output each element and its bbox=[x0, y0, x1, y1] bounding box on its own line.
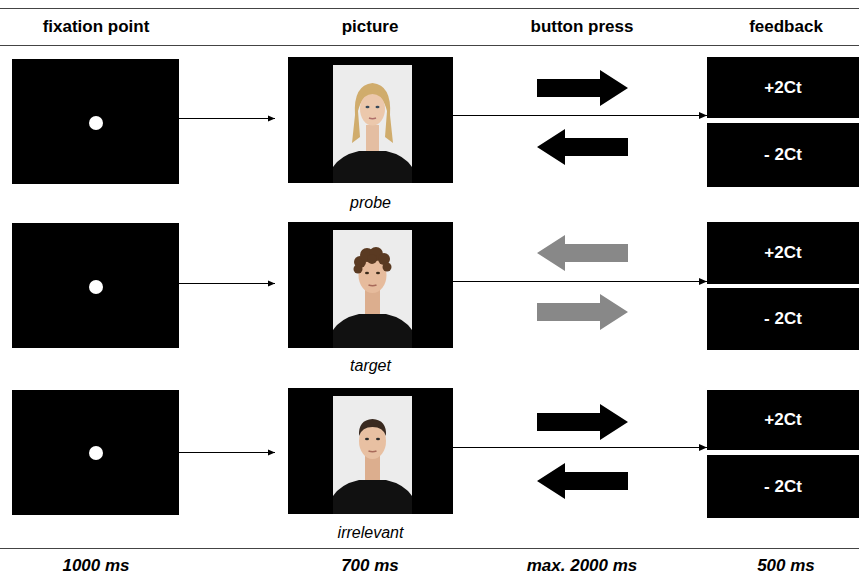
face-photo-part bbox=[359, 89, 386, 105]
fixation-screen-part bbox=[89, 446, 103, 460]
face-photo-part bbox=[333, 314, 412, 348]
response-arrow-grey-part bbox=[537, 294, 628, 330]
feedback-text: +2Ct bbox=[764, 410, 801, 430]
stimulus-picture: target bbox=[288, 222, 453, 376]
fixation-screen-part bbox=[89, 116, 103, 130]
rule-line-part bbox=[0, 8, 859, 9]
face-photo bbox=[333, 65, 412, 183]
response-arrow-grey bbox=[537, 235, 628, 330]
face-photo-part-part bbox=[354, 265, 363, 274]
feedback-box: +2Ct bbox=[707, 390, 859, 450]
response-arrow bbox=[537, 70, 628, 499]
fixation-screen-part bbox=[12, 59, 179, 184]
picture-screen bbox=[288, 57, 453, 514]
feedback-text: - 2Ct bbox=[764, 145, 802, 165]
response-arrow-part bbox=[537, 404, 628, 440]
feedback-text: - 2Ct bbox=[764, 309, 802, 329]
fixation-screen-part bbox=[89, 280, 103, 294]
sequence-arrow-part bbox=[179, 283, 275, 284]
feedback-text: - 2Ct bbox=[764, 477, 802, 497]
face-photo bbox=[333, 230, 412, 348]
face-photo-part bbox=[366, 106, 370, 109]
trial-arrow bbox=[453, 447, 707, 448]
feedback-text: +2Ct bbox=[764, 78, 801, 98]
face-photo-part bbox=[369, 450, 377, 452]
face-photo-part bbox=[333, 480, 412, 514]
face-photo-part bbox=[365, 456, 380, 482]
face-photo-part bbox=[376, 438, 380, 441]
face-photo-part bbox=[376, 106, 380, 109]
trial-arrow bbox=[453, 115, 707, 116]
duration-label: 1000 ms bbox=[62, 556, 129, 576]
duration-label: max. 2000 ms bbox=[527, 556, 638, 576]
rule-line bbox=[0, 9, 859, 549]
face-photo-part bbox=[333, 230, 412, 348]
face-photo-part bbox=[333, 396, 412, 514]
face-photo-part bbox=[366, 125, 379, 151]
rule-line-part bbox=[0, 548, 859, 549]
fixation-screen bbox=[12, 59, 179, 515]
face-photo-part bbox=[365, 438, 369, 441]
response-arrow-grey-part bbox=[537, 235, 628, 271]
feedback-text: +2Ct bbox=[764, 243, 801, 263]
face-photo-part bbox=[376, 272, 380, 275]
sequence-arrow-part bbox=[179, 118, 275, 119]
face-photo-part bbox=[333, 151, 412, 183]
feedback-box: +2Ct bbox=[707, 57, 859, 118]
rule-line-part bbox=[0, 45, 859, 46]
face-photo-part-part bbox=[367, 254, 377, 264]
face-photo-part bbox=[354, 247, 392, 274]
sequence-arrow-part bbox=[179, 452, 275, 453]
fixation-screen-part bbox=[12, 223, 179, 348]
feedback-box: +2Ct bbox=[707, 222, 859, 284]
face-photo-part bbox=[365, 290, 380, 316]
column-header: button press bbox=[531, 17, 634, 37]
picture-screen-part bbox=[288, 222, 453, 348]
response-arrow-part bbox=[537, 463, 628, 499]
trial-arrow bbox=[453, 281, 707, 282]
stimulus-caption: target bbox=[350, 356, 391, 376]
response-arrow-part bbox=[537, 70, 628, 106]
stimulus-caption: irrelevant bbox=[338, 523, 404, 543]
fixation-screen-part bbox=[12, 390, 179, 515]
feedback-box: - 2Ct bbox=[707, 455, 859, 518]
duration-label: 500 ms bbox=[757, 556, 815, 576]
response-arrow-part bbox=[537, 129, 628, 165]
picture-screen-part bbox=[288, 57, 453, 183]
face-photo-part bbox=[369, 117, 376, 119]
column-header: picture bbox=[342, 17, 399, 37]
duration-label: 700 ms bbox=[341, 556, 399, 576]
column-header: fixation point bbox=[43, 17, 150, 37]
face-photo-part-part bbox=[383, 263, 392, 272]
stimulus-caption: probe bbox=[350, 193, 391, 213]
stimulus-picture: probe bbox=[288, 57, 453, 213]
feedback-box: - 2Ct bbox=[707, 288, 859, 350]
stimulus-picture: irrelevant bbox=[288, 388, 453, 543]
face-photo-part bbox=[333, 65, 412, 183]
picture-screen-part bbox=[288, 388, 453, 514]
column-header: feedback bbox=[749, 17, 823, 37]
face-photo-part bbox=[359, 419, 386, 436]
face-photo-part bbox=[369, 284, 377, 286]
sequence-arrow bbox=[179, 119, 275, 453]
face-photo-part bbox=[365, 272, 369, 275]
feedback-box: - 2Ct bbox=[707, 123, 859, 187]
face-photo bbox=[333, 396, 412, 514]
